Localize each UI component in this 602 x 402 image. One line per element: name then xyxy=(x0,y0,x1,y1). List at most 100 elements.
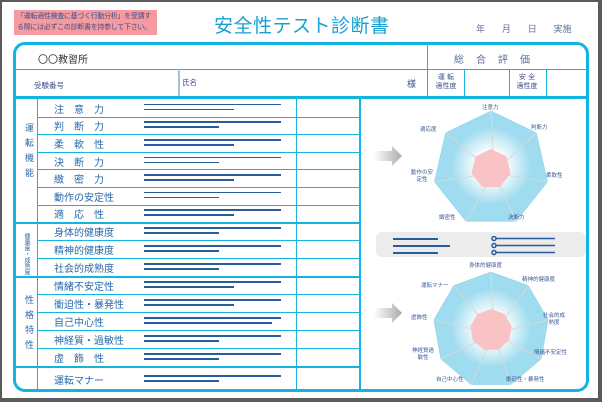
row-divider xyxy=(37,204,359,206)
divider xyxy=(427,45,428,97)
score-bar xyxy=(144,358,219,360)
divider xyxy=(509,69,510,97)
score-bar-max xyxy=(144,335,281,337)
score-bar xyxy=(144,144,234,146)
score-bar-max xyxy=(144,103,281,106)
score-bar xyxy=(144,161,219,164)
legend-marker-icon xyxy=(491,235,556,260)
score-cell[interactable] xyxy=(297,276,359,294)
row-label: 精神的健康度 xyxy=(54,246,114,257)
divider xyxy=(546,69,547,97)
axis-label: 適応度 xyxy=(420,127,437,133)
row-label: 柔 軟 性 xyxy=(54,140,104,151)
score-bar-max xyxy=(144,353,281,355)
row-label: 動作の安定性 xyxy=(54,192,114,204)
score-cell[interactable] xyxy=(297,169,359,187)
score-cell[interactable] xyxy=(297,258,359,276)
score-cell[interactable] xyxy=(297,366,359,389)
score-cell[interactable] xyxy=(297,294,359,312)
score-bar-max xyxy=(144,209,281,211)
score-bar xyxy=(144,196,219,199)
axis-label: 衝迫性・暴発性 xyxy=(506,377,545,383)
score-bar xyxy=(144,286,234,288)
score-cell[interactable] xyxy=(297,330,359,348)
notice-box: 「運転適性検査に基づく行動分析」を受講する際には必ずこの診断書を持参して下さい。 xyxy=(14,10,157,35)
score-bar-max xyxy=(144,281,281,283)
legend-line xyxy=(393,238,438,240)
score-cell[interactable] xyxy=(297,222,359,240)
score-cell[interactable] xyxy=(297,205,359,223)
axis-label: 社会的成熟度 xyxy=(543,313,566,326)
axis-label: 判断力 xyxy=(531,125,548,131)
axis-label: 精神的健康度 xyxy=(522,277,556,283)
arrow-right-icon xyxy=(374,303,402,323)
axis-label: 決断力 xyxy=(508,215,525,221)
axis-label: 柔軟性 xyxy=(546,173,563,179)
row-divider xyxy=(37,348,359,349)
divider xyxy=(178,69,180,97)
row-divider xyxy=(37,258,359,259)
row-divider xyxy=(37,187,359,188)
divider xyxy=(296,99,297,389)
score-cell[interactable] xyxy=(297,134,359,152)
honorific: 様 xyxy=(407,80,417,90)
label-line: 安 全 xyxy=(518,73,536,81)
date-day-label: 日 xyxy=(527,25,537,35)
axis-label: 運転マナー xyxy=(421,283,449,289)
row-label: 社会的成熟度 xyxy=(54,264,114,275)
main-frame: 〇〇教習所 総合評価 受験番号 氏名 様 運 転 適性度 安 全 適性度 運転機… xyxy=(13,42,589,392)
score-cell[interactable] xyxy=(297,152,359,170)
score-cell[interactable] xyxy=(297,240,359,258)
score-bar-max xyxy=(144,156,281,159)
safety-aptitude-label: 安 全 適性度 xyxy=(515,73,539,91)
row-label: 虚 飾 性 xyxy=(54,354,104,365)
row-label: 適 応 性 xyxy=(54,210,104,222)
group-divider xyxy=(16,366,361,368)
date-row: 年 月 日 実施 xyxy=(476,22,572,35)
radar-chart-health xyxy=(433,271,549,385)
row-label: 注 意 力 xyxy=(54,104,104,116)
score-bar-max xyxy=(144,263,281,265)
score-cell[interactable] xyxy=(297,99,359,117)
axis-label: 動作の安定性 xyxy=(410,170,433,183)
score-cell[interactable] xyxy=(297,117,359,135)
score-cell[interactable] xyxy=(297,312,359,330)
axis-label: 情緒不安定性 xyxy=(534,350,568,356)
legend-box xyxy=(376,232,586,257)
score-cell[interactable] xyxy=(297,187,359,205)
date-month-label: 月 xyxy=(501,25,511,35)
score-bar-max xyxy=(144,245,281,247)
divider xyxy=(16,69,586,70)
exam-number-label: 受験番号 xyxy=(34,81,64,90)
divider xyxy=(16,96,586,99)
legend-line xyxy=(393,252,438,254)
score-bar xyxy=(144,250,219,252)
score-bar xyxy=(144,126,219,128)
label-line: 適性度 xyxy=(435,82,457,90)
row-label: 運転マナー xyxy=(54,376,104,387)
group-label-personality: 性格特性 xyxy=(23,295,33,355)
row-divider xyxy=(37,134,359,136)
arrow-right-icon xyxy=(374,146,402,166)
axis-label: 緻密性 xyxy=(439,215,456,221)
axis-label: 身体的健康度 xyxy=(469,263,503,269)
row-divider xyxy=(37,169,359,171)
overall-label: 総合評価 xyxy=(454,55,542,66)
score-bar-max xyxy=(144,174,281,176)
score-bar-max xyxy=(144,121,281,123)
score-bar xyxy=(144,322,272,324)
row-label: 情緒不安定性 xyxy=(54,282,114,293)
score-bar xyxy=(144,179,234,181)
row-divider xyxy=(37,116,359,118)
driving-aptitude-label: 運 転 適性度 xyxy=(434,73,458,91)
score-cell[interactable] xyxy=(297,348,359,366)
score-bar xyxy=(144,232,219,234)
axis-label: 神経質過敏性 xyxy=(412,348,435,361)
score-bar xyxy=(144,340,219,342)
radar-chart-driving xyxy=(434,110,548,222)
score-bar-max xyxy=(144,317,281,319)
row-label: 緻 密 力 xyxy=(54,175,104,187)
score-bar xyxy=(144,380,219,382)
score-bar xyxy=(144,108,234,111)
row-label: 決 断 力 xyxy=(54,157,104,169)
